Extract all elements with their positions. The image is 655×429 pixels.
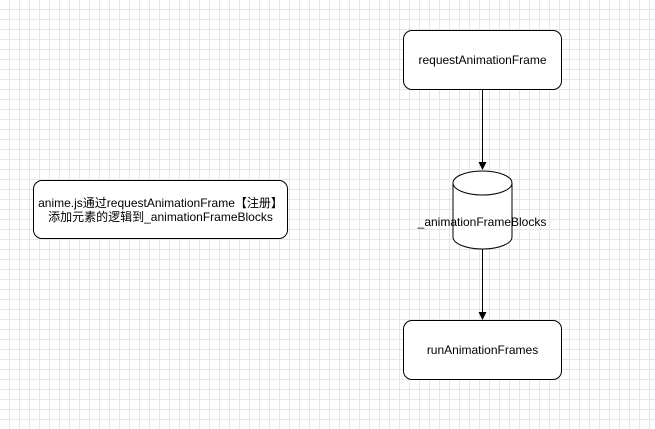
note-line-1: anime.js通过requestAnimationFrame【注册】 [38, 195, 283, 210]
node-request-label: requestAnimationFrame [418, 53, 547, 67]
cylinder-store[interactable] [452, 170, 513, 250]
note-line-2: 添加元素的逻辑到_animationFrameBlocks [48, 209, 273, 224]
note-box[interactable]: anime.js通过requestAnimationFrame【注册】 添加元素… [33, 180, 288, 239]
node-request-animation-frame[interactable]: requestAnimationFrame [403, 30, 562, 90]
node-run-animation-frames[interactable]: runAnimationFrames [403, 320, 562, 380]
cylinder-store-label: _animationFrameBlocks [417, 215, 547, 229]
edge-store-to-run [478, 249, 487, 320]
edge-request-to-store [478, 90, 487, 170]
node-run-label: runAnimationFrames [426, 343, 539, 357]
